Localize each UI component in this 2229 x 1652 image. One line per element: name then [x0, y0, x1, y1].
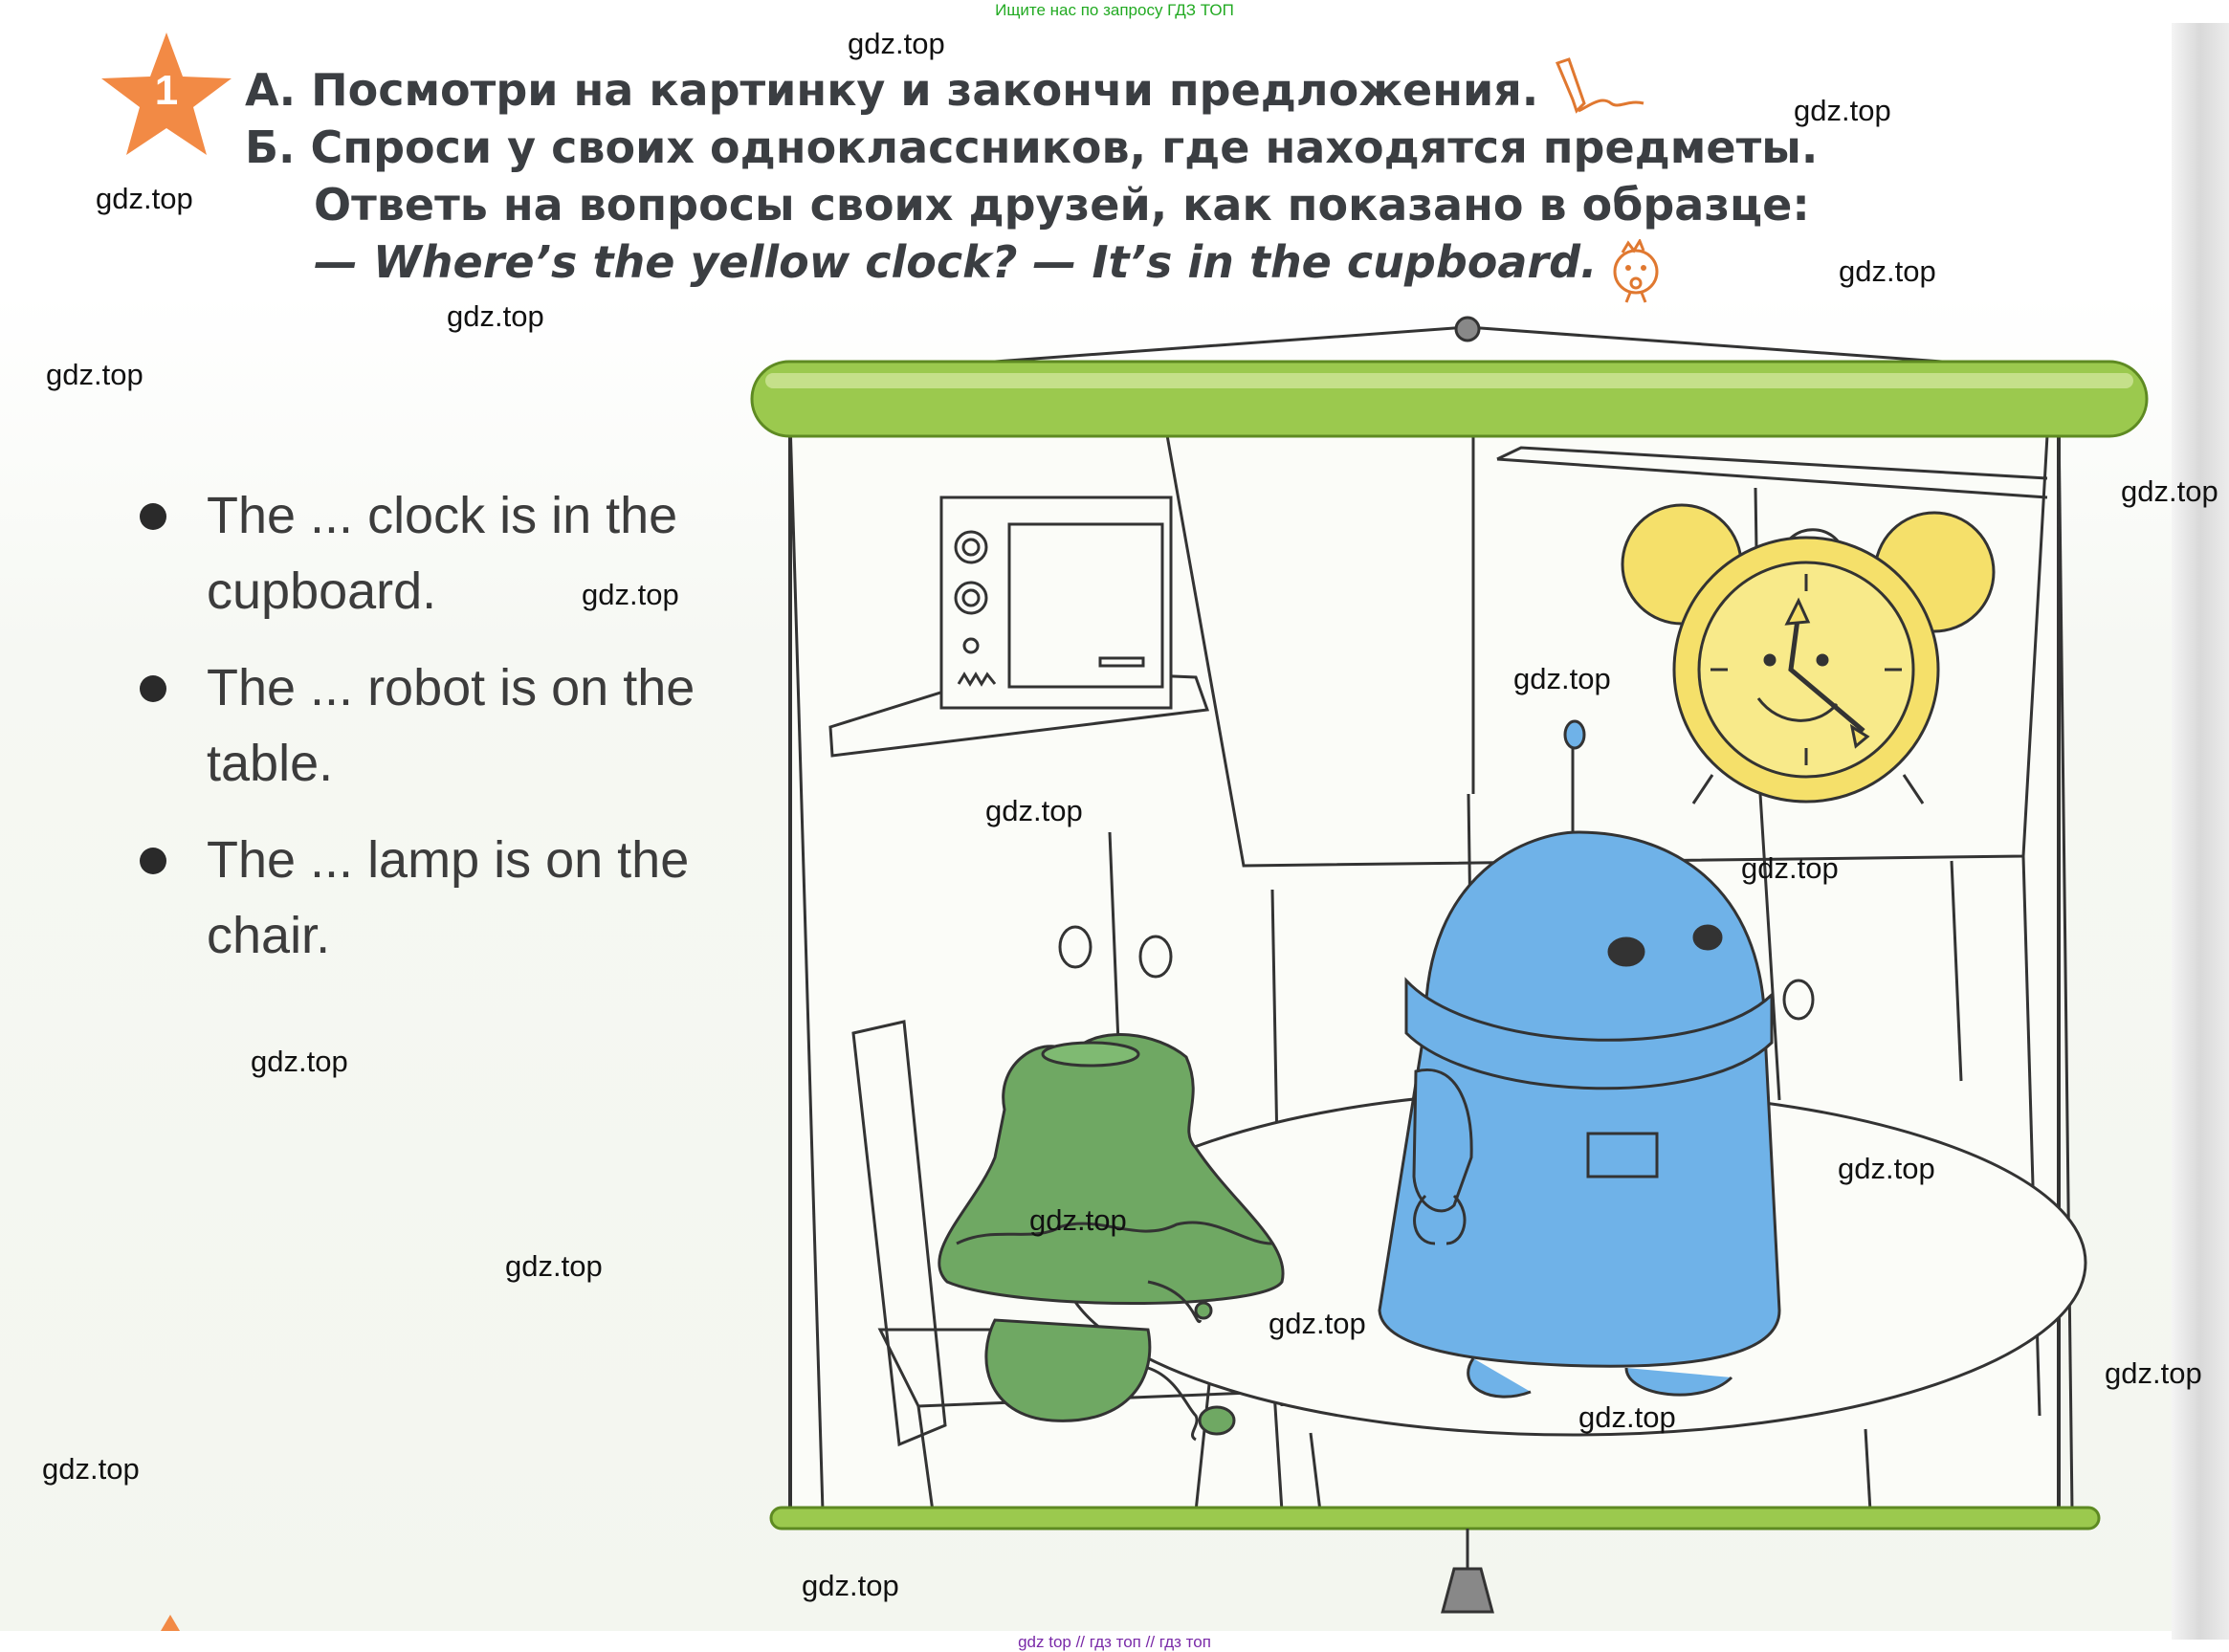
watermark: gdz.top	[447, 299, 544, 333]
microwave	[939, 496, 1173, 710]
blue-robot	[1378, 719, 1781, 1399]
sentence-list: The ... clock is in the cupboard. The ..…	[134, 478, 704, 995]
watermark: gdz.top	[582, 578, 679, 611]
watermark: gdz.top	[42, 1452, 140, 1486]
thinking-face-icon	[1613, 239, 1659, 303]
example-dialogue: — Where’s the yellow clock? — It’s in th…	[314, 236, 1598, 288]
instruction-a: А. Посмотри на картинку и закончи предло…	[245, 64, 1539, 116]
pencil-icon	[1555, 57, 1644, 114]
watermark: gdz.top	[1741, 851, 1839, 885]
watermark: gdz.top	[1029, 1203, 1127, 1237]
pull-tassel	[1441, 1529, 1494, 1614]
bullet	[140, 675, 166, 702]
sentence-lamp: The ... lamp is on the chair.	[207, 831, 690, 964]
yellow-clock	[1621, 503, 1996, 804]
corner-marker	[161, 1615, 180, 1631]
watermark: gdz.top	[46, 358, 143, 391]
sentence-clock: The ... clock is in the cupboard.	[207, 487, 678, 620]
list-item: The ... robot is on the table.	[134, 650, 704, 802]
page-spine-shadow	[2172, 23, 2229, 1640]
green-lamp	[938, 1033, 1285, 1442]
watermark: gdz.top	[848, 27, 945, 60]
bullet	[140, 848, 166, 874]
watermark: gdz.top	[2105, 1356, 2202, 1390]
bottom-banner[interactable]: gdz top // гдз топ // гдз топ	[1018, 1633, 1211, 1651]
instruction-b: Б. Спроси у своих одноклассников, где на…	[245, 121, 1819, 173]
watermark: gdz.top	[1794, 94, 1891, 127]
hanging-cord	[994, 316, 1943, 363]
watermark: gdz.top	[96, 182, 193, 215]
sentence-robot: The ... robot is on the table.	[207, 659, 695, 792]
watermark: gdz.top	[251, 1045, 348, 1078]
watermark: gdz.top	[1269, 1307, 1366, 1340]
list-item: The ... clock is in the cupboard.	[134, 478, 704, 629]
watermark: gdz.top	[802, 1569, 899, 1602]
top-banner[interactable]: Ищите нас по запросу ГДЗ ТОП	[995, 1, 1234, 19]
watermark: gdz.top	[1839, 254, 1936, 288]
watermark: gdz.top	[1578, 1400, 1676, 1434]
top-roller	[750, 360, 2149, 438]
exercise-number: 1	[154, 67, 179, 114]
bullet	[140, 503, 166, 530]
instruction-c: Ответь на вопросы своих друзей, как пока…	[314, 179, 1810, 231]
watermark: gdz.top	[505, 1249, 603, 1283]
star-icon	[101, 33, 232, 155]
watermark: gdz.top	[1838, 1152, 1935, 1185]
watermark: gdz.top	[1513, 662, 1611, 695]
list-item: The ... lamp is on the chair.	[134, 823, 704, 974]
watermark: gdz.top	[2121, 474, 2218, 508]
watermark: gdz.top	[985, 794, 1083, 827]
bottom-roller	[769, 1506, 2101, 1531]
